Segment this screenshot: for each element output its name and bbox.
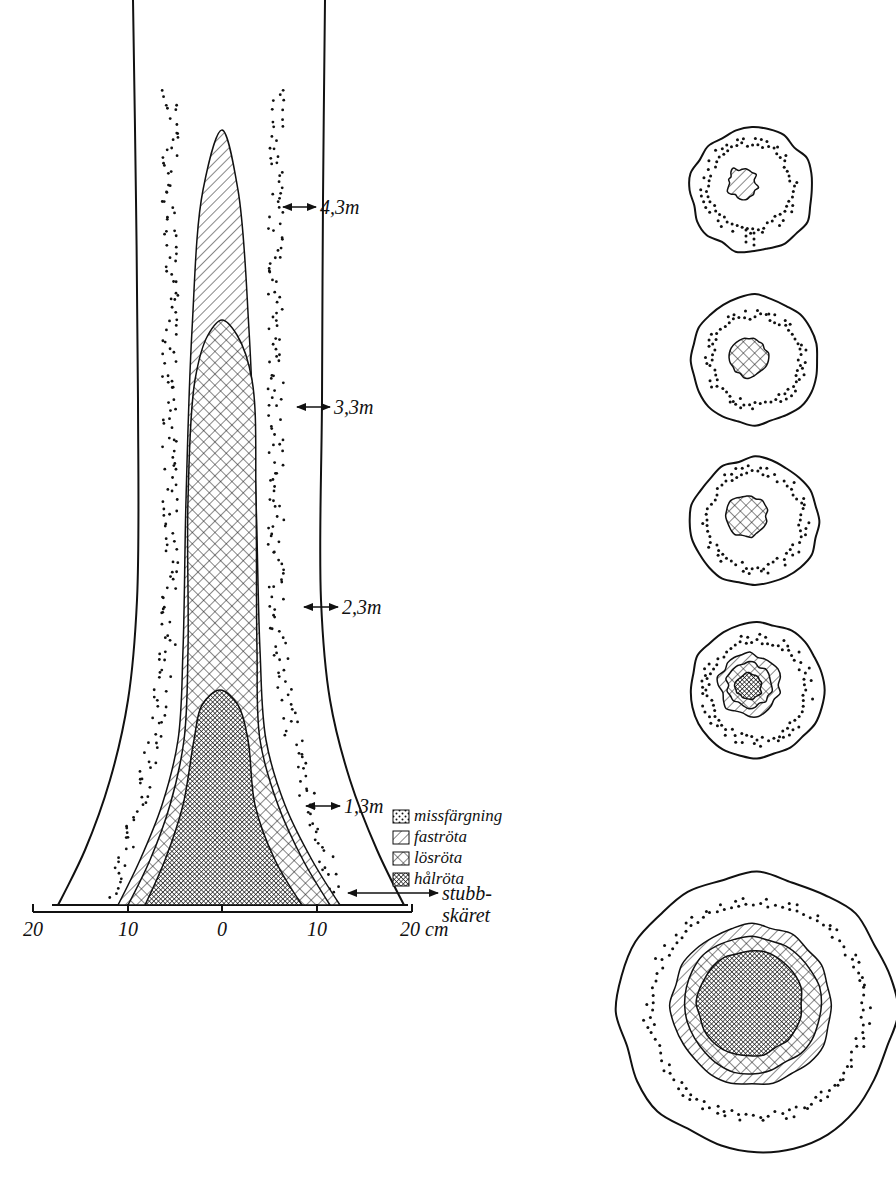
axis-tick (127, 904, 129, 912)
height-label: 3,3m (334, 396, 373, 418)
legend-swatch (392, 809, 410, 824)
stem-outline (616, 871, 896, 1152)
legend-text: hålröta (414, 869, 464, 889)
measure-arrow (297, 406, 330, 408)
axis-number: 10 (307, 918, 327, 940)
measure-arrow (304, 606, 338, 608)
stump-label: stubb- skäret (442, 882, 512, 926)
axis-number: 0 (217, 918, 227, 940)
discoloration-ring (704, 309, 807, 410)
discoloration-ring (701, 464, 810, 575)
hollow-rot-region (145, 690, 302, 905)
loose-rot-region (685, 936, 822, 1074)
axis-tick (32, 904, 34, 912)
height-label: 2,3m (342, 596, 381, 618)
loose-rot-region (726, 496, 768, 538)
measure-arrow (283, 206, 316, 208)
legend-row: hålröta (392, 869, 442, 889)
legend-text: lösröta (414, 848, 462, 868)
stem-outline (689, 127, 812, 252)
scale-axis (33, 904, 412, 912)
legend-text: faströta (414, 827, 467, 847)
discoloration-ring (699, 137, 798, 247)
hollow-rot-region (696, 951, 802, 1056)
legend-text: missfärgning (414, 806, 502, 826)
firm-rot-region (118, 130, 340, 905)
legend-swatch (392, 872, 410, 887)
discoloration-ring (700, 633, 814, 748)
legend-row: missfärgning (392, 806, 480, 826)
bark-line (320, 0, 404, 905)
axis-tick (411, 904, 413, 912)
axis-number: 20 cm (400, 918, 448, 940)
loose-rot-region (128, 320, 330, 905)
firm-rot-region (717, 652, 780, 717)
trunk-section (52, 0, 408, 905)
axis-tick (316, 904, 318, 912)
measure-arrow (306, 805, 340, 807)
axis-number: 20 (23, 918, 43, 940)
legend-swatch (392, 830, 410, 845)
discoloration-ring (642, 897, 872, 1122)
height-label: 1,3m (344, 795, 383, 817)
hollow-rot-region (734, 672, 761, 699)
axis-number: 10 (118, 918, 138, 940)
stem-outline (691, 622, 825, 759)
height-arrows (283, 207, 438, 893)
legend-swatch (392, 851, 410, 866)
loose-rot-region (729, 338, 769, 378)
axis-tick (221, 904, 223, 912)
legend-row: lösröta (392, 848, 440, 868)
firm-rot-region (727, 168, 758, 200)
height-label: 4,3m (320, 196, 359, 218)
stem-outline (691, 294, 817, 426)
measure-arrow (348, 892, 438, 894)
loose-rot-region (726, 662, 772, 709)
stem-outline (690, 456, 820, 585)
cross-sections (616, 127, 896, 1152)
bark-line (58, 0, 139, 905)
legend-row: faströta (392, 827, 445, 847)
firm-rot-region (670, 923, 832, 1084)
